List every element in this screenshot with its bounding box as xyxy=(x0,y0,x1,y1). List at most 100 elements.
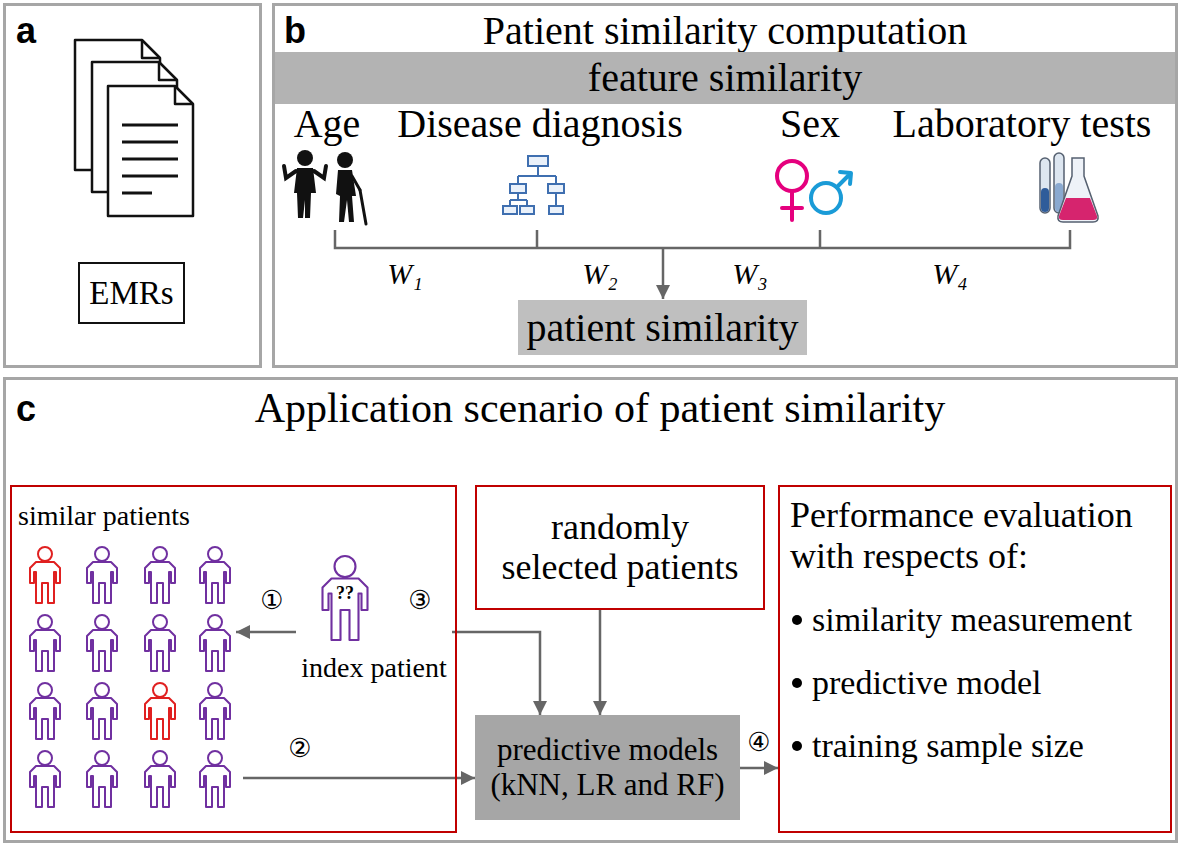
patient-icon xyxy=(30,751,60,807)
document-fold xyxy=(159,62,177,80)
box-label: patient similarity xyxy=(526,306,799,350)
female-symbol xyxy=(777,161,807,191)
model-box: predictive models (kNN, LR and RF) xyxy=(475,715,740,820)
flow-arrow xyxy=(457,777,475,780)
sample-box: randomly selected patients xyxy=(475,485,765,610)
patient-icon xyxy=(30,683,60,739)
weight-bracket xyxy=(335,230,1070,248)
patient-icon xyxy=(87,683,117,739)
weight-label: W₃ xyxy=(732,257,767,290)
child-body xyxy=(294,168,316,218)
feature-band: feature similarity xyxy=(275,52,1175,104)
patient-icon-highlight xyxy=(30,547,60,603)
feature-label: Sex xyxy=(780,102,840,146)
panel-frame: c Application scenario of patient similar… xyxy=(3,377,1178,843)
retrieve-arrow xyxy=(236,631,296,634)
tree-box xyxy=(548,184,564,193)
flow-arrow xyxy=(740,767,778,770)
tube-liquid xyxy=(1041,188,1049,212)
feature-label: Age xyxy=(294,102,361,146)
panel-letter: c xyxy=(16,388,36,429)
tree-box xyxy=(510,184,526,193)
patient-icon xyxy=(200,683,230,739)
person-head xyxy=(335,556,356,577)
tree-box xyxy=(549,206,563,214)
male-arrow xyxy=(837,172,851,187)
box-heading: Performance evaluation with respects of: xyxy=(790,495,1165,578)
bullet-item: similarity measurement xyxy=(812,600,1167,639)
patient-icon xyxy=(200,547,230,603)
sex-icon xyxy=(777,161,851,220)
group-label: similar patients xyxy=(18,500,278,532)
flow-arrow xyxy=(599,610,602,715)
box-label: EMRs xyxy=(88,275,175,311)
age-icon xyxy=(284,150,366,224)
person-body xyxy=(323,579,368,641)
weight-label: W₂ xyxy=(582,257,617,290)
step-number: ④ xyxy=(745,728,772,757)
document-lines xyxy=(122,125,178,193)
bullet xyxy=(792,615,802,625)
patient-icon xyxy=(145,615,175,671)
document-fold xyxy=(142,40,160,58)
emr-box: EMRs xyxy=(78,262,185,324)
band-label: feature similarity xyxy=(283,56,1167,100)
patient-caption: index patient xyxy=(296,652,452,684)
similarity-box: patient similarity xyxy=(518,300,807,355)
patient-group-box: similar patients?? index patient xyxy=(10,485,457,833)
panel-letter: b xyxy=(284,10,306,51)
patient-icon xyxy=(87,751,117,807)
elder-head xyxy=(337,152,353,168)
step-number: ① xyxy=(260,586,283,615)
panel-title: Application scenario of patient similari… xyxy=(100,384,1100,432)
patient-icon xyxy=(200,615,230,671)
patient-icon xyxy=(87,615,117,671)
patient-icon xyxy=(30,615,60,671)
evaluation-box: Performance evaluation with respects of:… xyxy=(778,485,1172,833)
bullet-item: predictive model xyxy=(812,663,1167,702)
feature-label: Laboratory tests xyxy=(893,102,1152,146)
tree-box xyxy=(528,156,548,166)
panel-title: Patient similarity computation xyxy=(295,8,1155,54)
tree-box xyxy=(520,206,534,214)
child-arms xyxy=(284,166,326,178)
bullet-item: training sample size xyxy=(812,726,1167,765)
index-patient: ?? index patient xyxy=(296,545,452,690)
panel-frame: aEMRs xyxy=(3,3,262,368)
panel-letter: a xyxy=(16,10,36,51)
flask xyxy=(1058,158,1098,222)
lab-icon xyxy=(1040,153,1098,222)
flow-arrow xyxy=(452,632,540,715)
cane xyxy=(360,190,366,224)
documents-icon xyxy=(75,40,193,216)
patient-icon xyxy=(145,751,175,807)
elder-arm xyxy=(352,176,360,190)
weight-label: W₄ xyxy=(932,257,967,290)
box-label: randomly selected patients xyxy=(485,508,755,587)
document-fold xyxy=(175,86,193,104)
flask-liquid xyxy=(1059,198,1097,220)
similar-patient-grid xyxy=(30,547,230,807)
weight-label: W₁ xyxy=(387,257,422,290)
box-label: predictive models (kNN, LR and RF) xyxy=(483,733,732,801)
patient-icon-highlight xyxy=(145,683,175,739)
child-head xyxy=(297,150,313,166)
bullet xyxy=(792,678,802,688)
index-patient-figure xyxy=(323,556,368,640)
diagnosis-tree-icon xyxy=(503,156,564,214)
step-number: ③ xyxy=(406,586,433,615)
tree-box xyxy=(503,206,517,214)
patient-icon xyxy=(200,751,230,807)
training-wire xyxy=(243,777,457,780)
document-front xyxy=(108,86,193,216)
step-number: ② xyxy=(286,734,313,763)
patient-icon xyxy=(87,547,117,603)
bullet xyxy=(792,741,802,751)
test-tube xyxy=(1040,158,1050,213)
female-cross xyxy=(782,191,802,220)
unknown-mark: ?? xyxy=(325,583,365,604)
bullets xyxy=(792,615,802,751)
feature-icons xyxy=(284,150,1098,224)
panel-frame: bPatient similarity computationfeature s… xyxy=(272,3,1178,368)
